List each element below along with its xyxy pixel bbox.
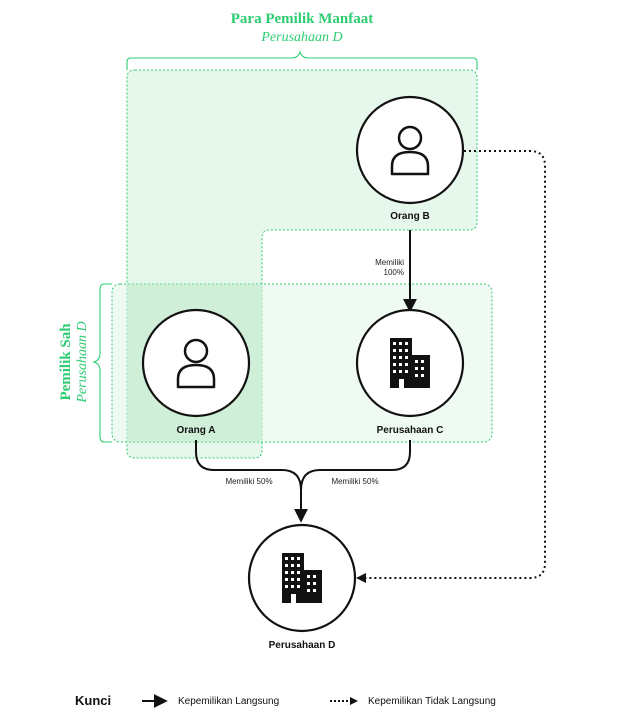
building-icon <box>282 553 322 603</box>
node-perusahaan-c: Perusahaan C <box>355 308 465 436</box>
legend-indirect-arrowhead <box>350 697 358 705</box>
edge-b-to-d-arrowhead <box>356 573 366 583</box>
person-icon <box>176 338 216 389</box>
edge-c-to-d <box>294 440 411 523</box>
legend: Kunci Kepemilikan Langsung Kepemilikan T… <box>75 693 496 708</box>
legend-title: Kunci <box>75 693 111 708</box>
legend-direct-label: Kepemilikan Langsung <box>178 696 279 707</box>
edge-b-to-c-label-line2: 100% <box>384 268 404 277</box>
node-perusahaan-d-label: Perusahaan D <box>269 640 336 651</box>
beneficial-owners-brace <box>126 50 478 70</box>
legal-owners-subtitle: Perusahaan D <box>75 321 90 403</box>
edge-c-to-d-label: Memiliki 50% <box>331 477 378 486</box>
node-orang-a-label: Orang A <box>176 425 215 436</box>
building-icon <box>390 338 430 388</box>
person-icon <box>390 125 430 176</box>
node-orang-b-label: Orang B <box>390 211 429 222</box>
node-orang-b: Orang B <box>355 95 465 222</box>
legal-owners-brace <box>92 283 112 443</box>
node-orang-a: Orang A <box>141 308 251 436</box>
legal-owners-title: Pemilik Sah <box>58 323 74 401</box>
edge-a-to-d-label: Memiliki 50% <box>225 477 272 486</box>
beneficial-owners-title: Para Pemilik Manfaat <box>231 11 373 27</box>
edge-b-to-c-label-line1: Memiliki <box>375 258 404 267</box>
node-perusahaan-c-label: Perusahaan C <box>377 425 444 436</box>
node-perusahaan-d: Perusahaan D <box>247 523 357 651</box>
beneficial-owners-subtitle: Perusahaan D <box>260 30 342 45</box>
legal-owners-label: Pemilik Sah Perusahaan D <box>58 321 90 403</box>
edge-a-to-d <box>195 440 302 520</box>
legend-indirect-label: Kepemilikan Tidak Langsung <box>368 696 496 707</box>
edge-b-to-d-indirect <box>364 150 546 579</box>
